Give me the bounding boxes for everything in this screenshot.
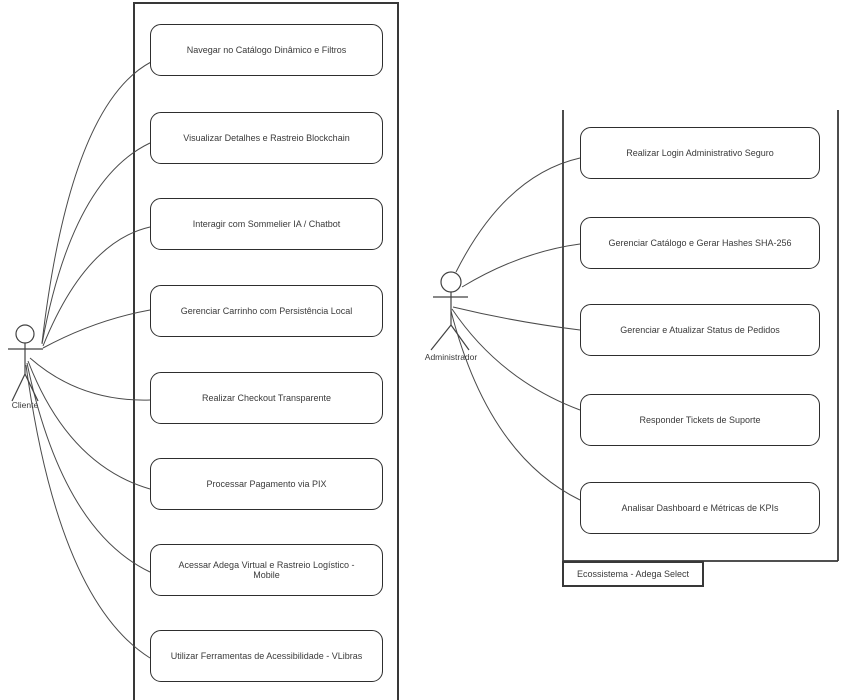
association-cliente-uc8: [25, 364, 151, 659]
usecase-visualizar-detalhes: Visualizar Detalhes e Rastreio Blockchai…: [150, 112, 383, 164]
association-cliente-uc1: [41, 61, 152, 344]
association-cliente-uc5: [29, 357, 151, 401]
association-admin-uc4: [451, 308, 581, 411]
usecase-login-admin: Realizar Login Administrativo Seguro: [580, 127, 820, 179]
usecase-navegar-catalogo: Navegar no Catálogo Dinâmico e Filtros: [150, 24, 383, 76]
association-admin-uc2: [461, 243, 581, 288]
usecase-dashboard-kpis: Analisar Dashboard e Métricas de KPIs: [580, 482, 820, 534]
association-cliente-uc6: [27, 360, 151, 490]
association-admin-uc1: [455, 157, 581, 273]
cliente-association-lines: [25, 61, 152, 659]
association-cliente-uc4: [42, 309, 151, 349]
actor-label-administrador: Administrador: [424, 352, 478, 362]
usecase-realizar-checkout: Realizar Checkout Transparente: [150, 372, 383, 424]
left-system-boundary: [133, 2, 399, 700]
association-cliente-uc2: [41, 142, 151, 345]
association-cliente-uc7: [26, 362, 151, 573]
system-boundary-label: Ecossistema - Adega Select: [562, 561, 704, 587]
usecase-acessibilidade-vlibras: Utilizar Ferramentas de Acessibilidade -…: [150, 630, 383, 682]
administrador-association-lines: [450, 157, 581, 501]
usecase-adega-virtual: Acessar Adega Virtual e Rastreio Logísti…: [150, 544, 383, 596]
usecase-tickets-suporte: Responder Tickets de Suporte: [580, 394, 820, 446]
association-cliente-uc3: [42, 226, 151, 347]
usecase-status-pedidos: Gerenciar e Atualizar Status de Pedidos: [580, 304, 820, 356]
association-admin-uc5: [450, 310, 581, 501]
usecase-interagir-sommelier: Interagir com Sommelier IA / Chatbot: [150, 198, 383, 250]
administrador-actor-icon: [430, 271, 470, 351]
usecase-gerar-hashes: Gerenciar Catálogo e Gerar Hashes SHA-25…: [580, 217, 820, 269]
association-admin-uc3: [452, 306, 581, 331]
cliente-actor-icon: [8, 324, 43, 402]
usecase-pagamento-pix: Processar Pagamento via PIX: [150, 458, 383, 510]
usecase-gerenciar-carrinho: Gerenciar Carrinho com Persistência Loca…: [150, 285, 383, 337]
actor-label-cliente: Cliente: [11, 400, 39, 410]
